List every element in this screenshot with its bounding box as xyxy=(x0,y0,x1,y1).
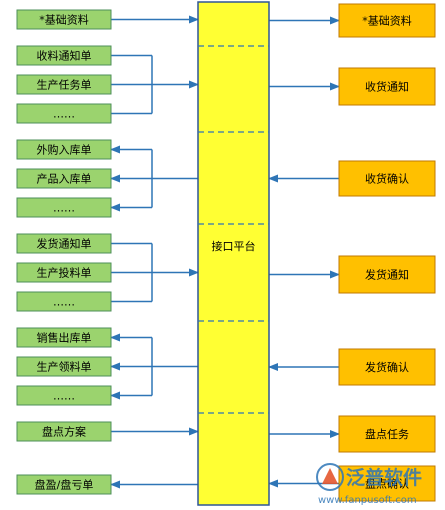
platform-label: 接口平台 xyxy=(212,239,256,253)
left-box: 销售出库单 xyxy=(16,327,112,348)
left-box-label: 生产任务单 xyxy=(37,78,92,92)
left-box-rect xyxy=(16,139,112,160)
left-box-rect xyxy=(16,45,112,66)
right-box: 盘点确认 xyxy=(338,465,436,502)
left-box-label: 外购入库单 xyxy=(37,143,92,157)
left-box-rect xyxy=(16,103,112,124)
right-box-label: 盘点确认 xyxy=(365,477,409,491)
right-box-label: 收货确认 xyxy=(365,172,409,186)
right-box: 发货确认 xyxy=(338,348,436,386)
right-box-rect xyxy=(338,67,436,106)
left-box-label: …… xyxy=(53,390,75,403)
left-box-label: 生产领料单 xyxy=(37,360,92,374)
left-box: 生产领料单 xyxy=(16,356,112,377)
left-box-label: 产品入库单 xyxy=(37,172,92,186)
left-box-rect xyxy=(16,385,112,406)
left-box-rect xyxy=(16,233,112,254)
left-box-label: 收料通知单 xyxy=(37,49,92,63)
left-box-rect xyxy=(16,474,112,495)
left-box: 产品入库单 xyxy=(16,168,112,189)
right-box-rect xyxy=(338,348,436,386)
left-box-rect xyxy=(16,74,112,95)
right-box: *基础资料 xyxy=(338,3,436,38)
left-box-label: 盘点方案 xyxy=(42,425,86,439)
connector-lines xyxy=(110,15,340,489)
left-box-label: 生产投料单 xyxy=(37,266,92,280)
right-box: 收货确认 xyxy=(338,160,436,197)
right-box-rect xyxy=(338,160,436,197)
platform-layer: 接口平台 xyxy=(197,1,270,506)
left-box: 外购入库单 xyxy=(16,139,112,160)
left-box-label: 发货通知单 xyxy=(37,237,92,251)
left-box-label: …… xyxy=(53,202,75,215)
right-box-label: 发货确认 xyxy=(365,360,409,374)
right-box-label: 发货通知 xyxy=(365,268,409,282)
right-box-label: 收货通知 xyxy=(365,80,409,94)
interface-platform-box xyxy=(197,1,270,506)
right-box: 盘点任务 xyxy=(338,415,436,453)
right-box-rect xyxy=(338,415,436,453)
brand-logo-icon xyxy=(316,463,344,491)
left-box: 盘点方案 xyxy=(16,421,112,442)
left-box-rect xyxy=(16,197,112,218)
left-box-label: …… xyxy=(53,296,75,309)
left-box-label: …… xyxy=(53,108,75,121)
left-box: …… xyxy=(16,103,112,124)
left-box: …… xyxy=(16,197,112,218)
left-box: 盘盈/盘亏单 xyxy=(16,474,112,495)
left-box: *基础资料 xyxy=(16,9,112,30)
left-box-rect xyxy=(16,9,112,30)
left-box-rect xyxy=(16,327,112,348)
left-box: 发货通知单 xyxy=(16,233,112,254)
left-box-label: *基础资料 xyxy=(39,13,89,27)
right-box-rect xyxy=(338,3,436,38)
brand-url: www.fanpusoft.com xyxy=(318,495,417,506)
watermark: 泛普软件 www.fanpusoft.com xyxy=(316,463,422,506)
brand-logo-mark xyxy=(322,468,338,484)
right-box-rect xyxy=(338,465,436,502)
right-box: 收货通知 xyxy=(338,67,436,106)
right-box-label: 盘点任务 xyxy=(365,427,409,441)
left-box-rect xyxy=(16,262,112,283)
left-box-rect xyxy=(16,168,112,189)
left-box: …… xyxy=(16,385,112,406)
left-box-label: 盘盈/盘亏单 xyxy=(35,478,94,492)
left-box: …… xyxy=(16,291,112,312)
left-box-rect xyxy=(16,291,112,312)
left-box: 生产投料单 xyxy=(16,262,112,283)
left-box-rect xyxy=(16,421,112,442)
left-box-rect xyxy=(16,356,112,377)
right-box-label: *基础资料 xyxy=(362,14,412,28)
right-box-rect xyxy=(338,255,436,294)
left-box: 收料通知单 xyxy=(16,45,112,66)
right-box: 发货通知 xyxy=(338,255,436,294)
left-box-label: 销售出库单 xyxy=(37,331,92,345)
left-box: 生产任务单 xyxy=(16,74,112,95)
brand-name: 泛普软件 xyxy=(346,466,422,489)
